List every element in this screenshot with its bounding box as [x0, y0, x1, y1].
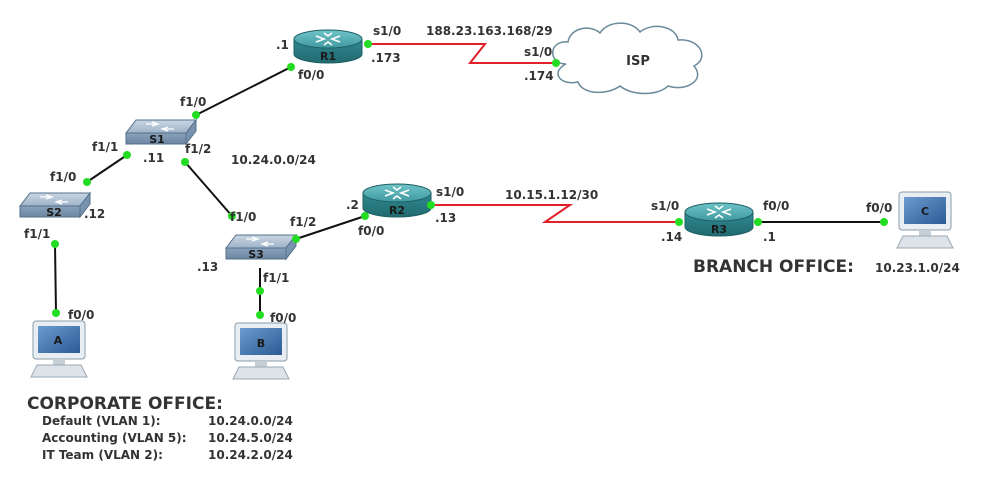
vlan-label: Accounting (VLAN 5): — [42, 431, 187, 445]
s1-f1-0-port-label: f1/0 — [180, 95, 206, 109]
port-dot[interactable] — [83, 178, 91, 186]
port-dot[interactable] — [880, 218, 888, 226]
port-dot[interactable] — [192, 111, 200, 119]
corporate-office-title: CORPORATE OFFICE: — [27, 394, 223, 414]
s3-host-label: .13 — [197, 260, 218, 274]
r1-isp-network-label: 188.23.163.168/29 — [426, 24, 553, 38]
vlan-label: IT Team (VLAN 2): — [42, 448, 163, 462]
corporate-office-caption: CORPORATE OFFICE: Default (VLAN 1): 10.2… — [27, 394, 293, 462]
link-r1-s1[interactable] — [195, 66, 292, 116]
port-dot[interactable] — [256, 311, 264, 319]
r2-s1-0-host-label: .13 — [435, 211, 456, 225]
port-dot[interactable] — [228, 212, 236, 220]
r2-f0-0-port-label: f0/0 — [358, 224, 384, 238]
port-dot[interactable] — [552, 59, 560, 67]
s2-host-label: .12 — [84, 207, 105, 221]
link-s2-a[interactable] — [54, 243, 57, 314]
r1-f0-0-port-label: f0/0 — [298, 68, 324, 82]
port-dot[interactable] — [181, 158, 189, 166]
vlan-network: 10.24.5.0/24 — [208, 431, 293, 445]
router-name: R3 — [711, 223, 727, 236]
port-dot[interactable] — [427, 201, 435, 209]
port-dot[interactable] — [287, 63, 295, 71]
r3-f0-0-port-label: f0/0 — [763, 199, 789, 213]
port-dot[interactable] — [361, 212, 369, 220]
port-dot[interactable] — [51, 240, 59, 248]
port-dot[interactable] — [52, 309, 60, 317]
r2-r3-network-label: 10.15.1.12/30 — [505, 188, 598, 202]
cloud-icon — [552, 22, 703, 95]
s2-f1-0-port-label: f1/0 — [50, 170, 76, 184]
switch-s3[interactable]: S3 — [224, 233, 298, 261]
computer-c[interactable]: C — [896, 191, 954, 249]
b-f0-0-port-label: f0/0 — [270, 311, 296, 325]
isp-s1-0-port-label: s1/0 — [524, 45, 552, 59]
r2-f0-0-host-label: .2 — [346, 198, 359, 212]
r1-s1-0-port-label: s1/0 — [373, 24, 401, 38]
router-r3[interactable]: R3 — [684, 202, 754, 237]
router-icon — [362, 183, 432, 218]
link-r1-isp-serial[interactable] — [368, 43, 556, 64]
port-dot[interactable] — [675, 218, 683, 226]
vlan-label: Default (VLAN 1): — [42, 414, 161, 428]
port-dot[interactable] — [292, 235, 300, 243]
link-s3-r2[interactable] — [295, 215, 366, 240]
port-dot[interactable] — [123, 151, 131, 159]
computer-a[interactable]: A — [30, 320, 88, 378]
vlan-network: 10.24.2.0/24 — [208, 448, 293, 462]
computer-name: B — [257, 337, 265, 350]
s3-f1-0-port-label: f1/0 — [230, 210, 256, 224]
branch-office-title: BRANCH OFFICE: — [693, 257, 854, 277]
r1-f0-0-host-label: .1 — [276, 38, 289, 52]
a-f0-0-port-label: f0/0 — [68, 308, 94, 322]
branch-office-network: 10.23.1.0/24 — [875, 261, 960, 275]
port-dot[interactable] — [364, 40, 372, 48]
c-f0-0-port-label: f0/0 — [866, 201, 892, 215]
router-name: R1 — [320, 50, 336, 63]
switch-name: S1 — [149, 133, 165, 146]
port-dots — [51, 40, 888, 319]
computer-name: C — [921, 205, 929, 218]
computer-name: A — [54, 334, 63, 347]
link-s1-s2[interactable] — [86, 154, 128, 183]
isp-cloud[interactable]: ISP — [552, 22, 703, 95]
link-s1-s3[interactable] — [184, 161, 233, 217]
s2-f1-1-port-label: f1/1 — [24, 227, 50, 241]
switch-s1[interactable]: S1 — [124, 118, 198, 146]
vlan-network: 10.24.0.0/24 — [208, 414, 293, 428]
r1-s1-0-host-label: .173 — [371, 51, 401, 65]
router-icon — [293, 29, 363, 64]
port-dot[interactable] — [754, 218, 762, 226]
r2-s1-0-port-label: s1/0 — [436, 185, 464, 199]
computer-icon — [232, 322, 290, 380]
switch-name: S3 — [248, 248, 264, 261]
s3-f1-1-port-label: f1/1 — [263, 271, 289, 285]
port-dot[interactable] — [256, 287, 264, 295]
link-r2-r3-serial[interactable] — [431, 204, 679, 223]
switch-icon — [18, 191, 92, 219]
lan-network-label: 10.24.0.0/24 — [231, 153, 316, 167]
s1-f1-1-port-label: f1/1 — [92, 140, 118, 154]
isp-s1-0-host-label: .174 — [524, 69, 554, 83]
switch-s2[interactable]: S2 — [18, 191, 92, 219]
switch-icon — [124, 118, 198, 146]
computer-icon — [896, 191, 954, 249]
switch-name: S2 — [46, 206, 62, 219]
s3-f1-2-port-label: f1/2 — [290, 215, 316, 229]
r3-s1-0-host-label: .14 — [661, 230, 682, 244]
router-icon — [684, 202, 754, 237]
r3-f0-0-host-label: .1 — [763, 230, 776, 244]
r3-s1-0-port-label: s1/0 — [651, 199, 679, 213]
router-name: R2 — [389, 204, 405, 217]
router-r2[interactable]: R2 — [362, 183, 432, 218]
computer-b[interactable]: B — [232, 322, 290, 380]
s1-f1-2-port-label: f1/2 — [185, 142, 211, 156]
computer-icon — [30, 320, 88, 378]
branch-office-caption: BRANCH OFFICE: 10.23.1.0/24 — [693, 257, 960, 277]
s1-host-label: .11 — [143, 151, 164, 165]
router-r1[interactable]: R1 — [293, 29, 363, 64]
isp-label: ISP — [626, 54, 650, 69]
